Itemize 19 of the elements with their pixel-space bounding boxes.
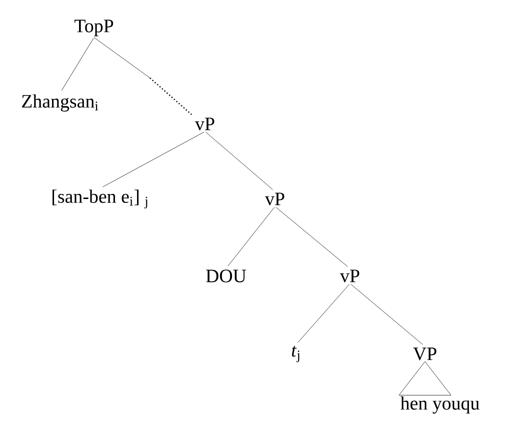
tree-label: vP [195,118,214,130]
tree-label: vP [340,270,360,282]
tree-label: DOU [206,270,246,282]
tree-label: t$_{j}$ [292,346,300,362]
tree-label: VP [413,348,436,360]
branch-line [102,132,204,188]
tree-label: [san-ben e$_{i}$] $_{j}$ [52,190,148,208]
tree-label: vP [265,192,284,206]
branch-line [350,284,423,345]
tree-label: TopP [74,20,114,36]
branch-line [61,38,94,91]
tree-label: hen youqu [400,396,480,414]
branch-line [206,132,273,190]
branch-line [94,37,192,115]
branch-line [298,284,350,343]
branch-line [228,207,275,266]
triangle [398,361,452,396]
tree-label: Zhangsan$_{i}$ [22,94,98,112]
branch-line [276,206,348,267]
